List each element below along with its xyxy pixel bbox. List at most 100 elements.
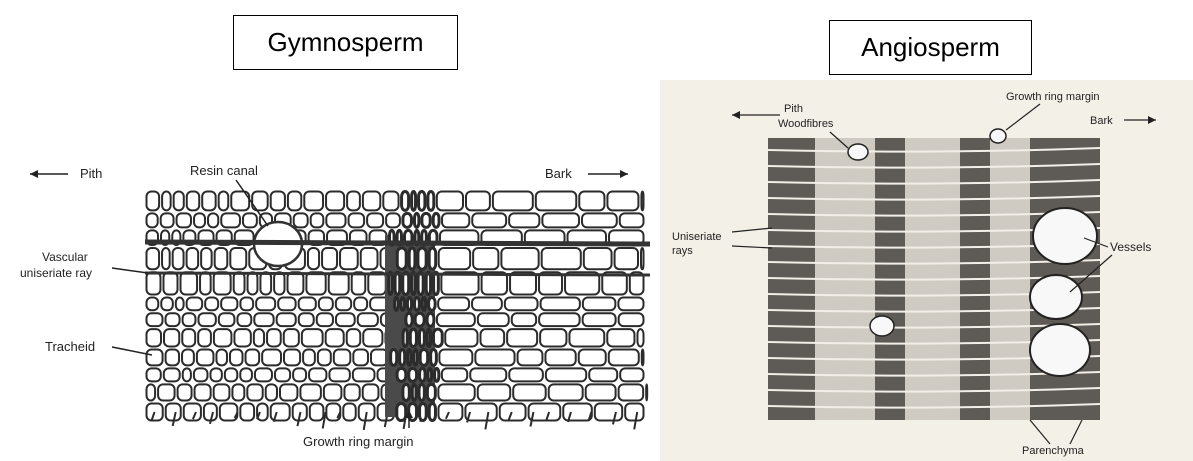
tracheid-cell xyxy=(306,272,325,294)
tracheid-cell xyxy=(368,272,385,294)
tracheid-cell xyxy=(187,192,199,211)
tracheid-cell xyxy=(343,404,355,421)
resin-canal-label: Resin canal xyxy=(190,163,258,178)
vessel xyxy=(1030,324,1090,376)
tracheid-cell xyxy=(389,272,392,294)
tracheid-cell xyxy=(589,368,617,381)
tracheid-cell xyxy=(402,192,409,211)
tracheid-cell xyxy=(569,329,604,346)
tracheid-cell xyxy=(271,192,285,211)
tracheid-cell xyxy=(549,384,583,400)
tracheid-cell xyxy=(403,384,409,400)
tracheid-cell xyxy=(293,368,306,381)
tracheid-cell xyxy=(509,368,543,381)
tracheid-cell xyxy=(240,404,254,421)
tracheid-cell xyxy=(232,384,244,400)
tracheid-cell xyxy=(410,329,416,346)
tracheid-cell xyxy=(397,368,406,381)
tracheid-cell xyxy=(299,313,314,326)
tracheid-cell xyxy=(147,384,156,400)
angiosperm-growth-ring-label: Growth ring margin xyxy=(1006,91,1100,103)
tracheid-cell xyxy=(219,192,229,211)
tracheid-cell xyxy=(513,384,545,400)
tracheid-cell xyxy=(284,329,299,346)
tracheid-cell xyxy=(309,368,326,381)
gymnosperm-bark-label: Bark xyxy=(545,166,572,181)
tracheid-cell xyxy=(243,213,257,227)
tracheid-cell xyxy=(429,248,436,269)
angiosperm-diagram: Pith Woodfibres Growth ring margin Bark … xyxy=(660,80,1193,461)
tracheid-cell xyxy=(414,349,417,365)
tracheid-cell xyxy=(317,313,333,326)
tracheid-cell xyxy=(278,298,295,311)
tracheid-cell xyxy=(248,272,258,294)
tracheid-cell xyxy=(641,248,643,269)
tracheid-cell xyxy=(582,213,617,227)
tracheid-cell xyxy=(391,349,397,365)
tracheid-cell xyxy=(340,248,358,269)
tracheid-cell xyxy=(403,213,412,227)
gymnosperm-uniseriate-ray-line xyxy=(145,273,650,275)
tracheid-cell xyxy=(266,384,277,400)
tracheid-cell xyxy=(147,213,158,227)
tracheid-cell xyxy=(442,368,467,381)
tracheid-cell xyxy=(274,272,284,294)
tracheid-cell xyxy=(319,298,333,311)
tracheid-cell xyxy=(563,404,592,421)
tracheid-cell xyxy=(181,272,198,294)
tracheid-cell xyxy=(406,313,412,326)
angiosperm-bark-label: Bark xyxy=(1090,115,1113,127)
tracheid-cell xyxy=(397,404,406,421)
tracheid-cell xyxy=(267,329,281,346)
tracheid-cell xyxy=(438,384,474,400)
tracheid-cell xyxy=(427,329,430,346)
tracheid-cell xyxy=(344,384,359,400)
tracheid-cell xyxy=(428,192,434,211)
tracheid-cell xyxy=(419,384,424,400)
tracheid-cell xyxy=(194,213,205,227)
tracheid-cell xyxy=(163,272,177,294)
tracheid-cell xyxy=(418,248,426,269)
tracheid-cell xyxy=(182,329,195,346)
tracheid-cell xyxy=(542,213,579,227)
gymnosperm-diagram: Pith Bark Resin canal Vascular uniseriat… xyxy=(0,140,660,461)
tracheid-cell xyxy=(438,404,462,421)
tracheid-cell xyxy=(147,349,163,365)
tracheid-cell xyxy=(609,349,639,365)
tracheid-cell xyxy=(409,368,417,381)
tracheid-cell xyxy=(237,313,251,326)
tracheid-cell xyxy=(161,298,173,311)
tracheid-cell xyxy=(311,213,324,227)
tracheid-cell xyxy=(201,248,212,269)
tracheid-cell xyxy=(363,329,382,346)
tracheid-cell xyxy=(442,213,469,227)
tracheid-cell xyxy=(646,384,647,400)
tracheid-cell xyxy=(595,404,622,421)
tracheid-cell xyxy=(197,349,214,365)
tracheid-cell xyxy=(210,368,221,381)
tracheid-cell xyxy=(177,213,191,227)
tracheid-cell xyxy=(620,213,644,227)
vascular-ray-label-line2: uniseriate ray xyxy=(20,266,92,280)
tracheid-cell xyxy=(367,213,383,227)
tracheid-cell xyxy=(147,313,163,326)
tracheid-cell xyxy=(437,192,463,211)
tracheid-cell xyxy=(336,313,355,326)
tracheid-cell xyxy=(216,349,227,365)
tracheid-cell xyxy=(583,313,616,326)
tracheid-cell xyxy=(403,329,407,346)
tracheid-cell xyxy=(202,192,215,211)
tracheid-cell xyxy=(437,313,475,326)
tracheid-cell xyxy=(401,298,404,311)
tracheid-cell xyxy=(187,298,203,311)
tracheid-cell xyxy=(215,248,228,269)
tracheid-cell xyxy=(329,368,349,381)
tracheid-cell xyxy=(397,248,406,269)
tracheid-cell xyxy=(310,404,324,421)
tracheid-cell xyxy=(347,192,360,211)
tracheid-cell xyxy=(166,404,181,421)
tracheid-cell xyxy=(352,272,366,294)
tracheid-cell xyxy=(246,349,260,365)
tracheid-cell xyxy=(221,298,237,311)
tracheid-cell xyxy=(183,313,196,326)
